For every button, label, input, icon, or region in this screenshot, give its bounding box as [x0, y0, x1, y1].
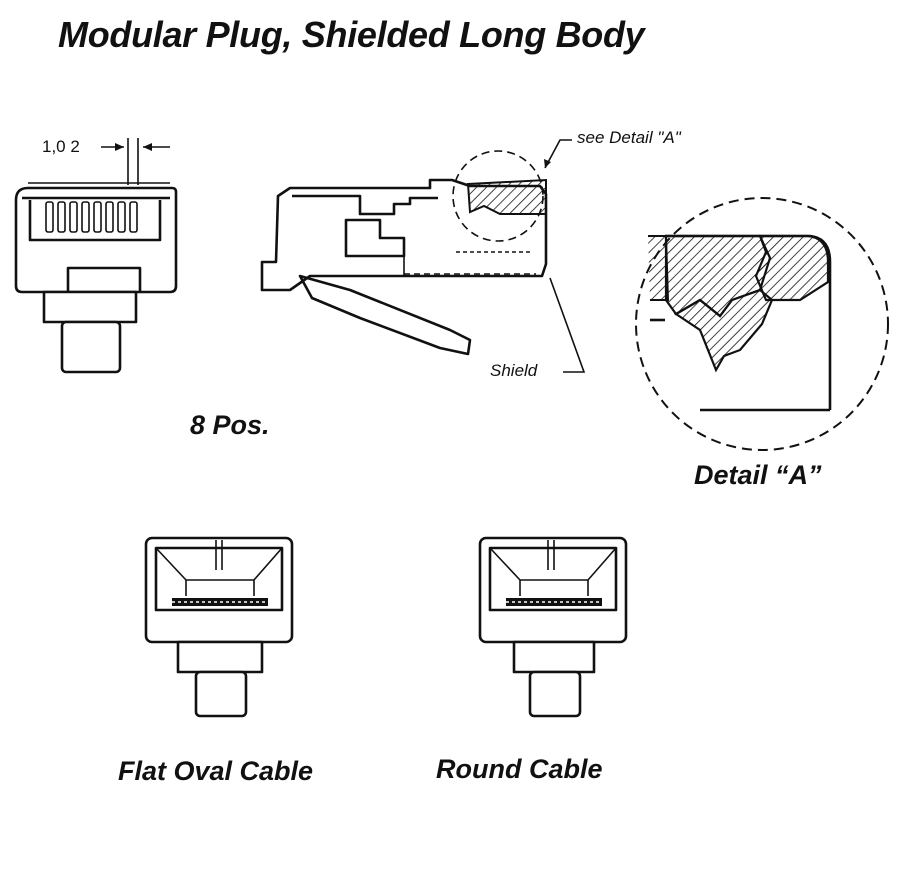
round-cable-caption: Round Cable [436, 754, 603, 784]
flat-oval-cable-plug [144, 536, 294, 718]
detail-reference-label: see Detail "A" [577, 128, 681, 147]
detail-a-view [635, 197, 889, 451]
front-view-plug [14, 138, 178, 374]
detail-a-caption: Detail “A” [694, 460, 822, 490]
positions-label: 8 Pos. [190, 410, 270, 440]
flat-oval-cable-caption: Flat Oval Cable [118, 756, 314, 786]
shield-label: Shield [490, 361, 538, 380]
dimension-label: 1,0 2 [42, 137, 80, 156]
side-view-plug [260, 139, 586, 373]
round-cable-plug [478, 536, 628, 718]
page-title: Modular Plug, Shielded Long Body [58, 14, 645, 55]
